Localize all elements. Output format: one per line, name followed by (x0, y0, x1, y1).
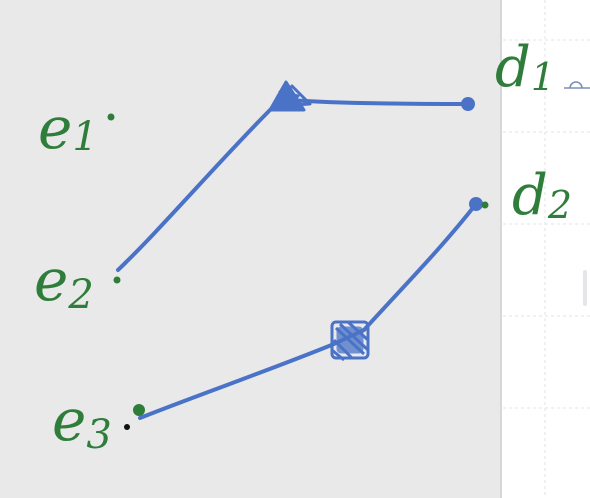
node-e2-dot (113, 276, 121, 284)
node-d2-green-dot (481, 201, 489, 209)
cursor-dot (124, 424, 130, 430)
grid-panel[interactable] (502, 0, 590, 498)
node-e3-dot (133, 404, 145, 416)
node-d1-dot (461, 97, 475, 111)
node-d2-dot (469, 197, 483, 211)
label-e2: e2 (34, 246, 94, 318)
scroll-mark (583, 270, 587, 306)
panel-divider (500, 0, 502, 498)
edge-e3-d2 (138, 202, 478, 420)
square-scribble (330, 320, 370, 362)
label-d1: d1 (495, 35, 555, 100)
node-e1-dot (107, 113, 115, 121)
grid-lines (503, 0, 590, 498)
triangle-scribble (268, 80, 312, 112)
label-e1: e1 (38, 94, 98, 162)
label-e3: e3 (52, 386, 112, 458)
edge-e2-d1 (116, 98, 468, 272)
add-handle-icon (569, 81, 583, 89)
whiteboard-canvas[interactable] (0, 0, 500, 498)
label-d2: d2 (512, 163, 572, 228)
